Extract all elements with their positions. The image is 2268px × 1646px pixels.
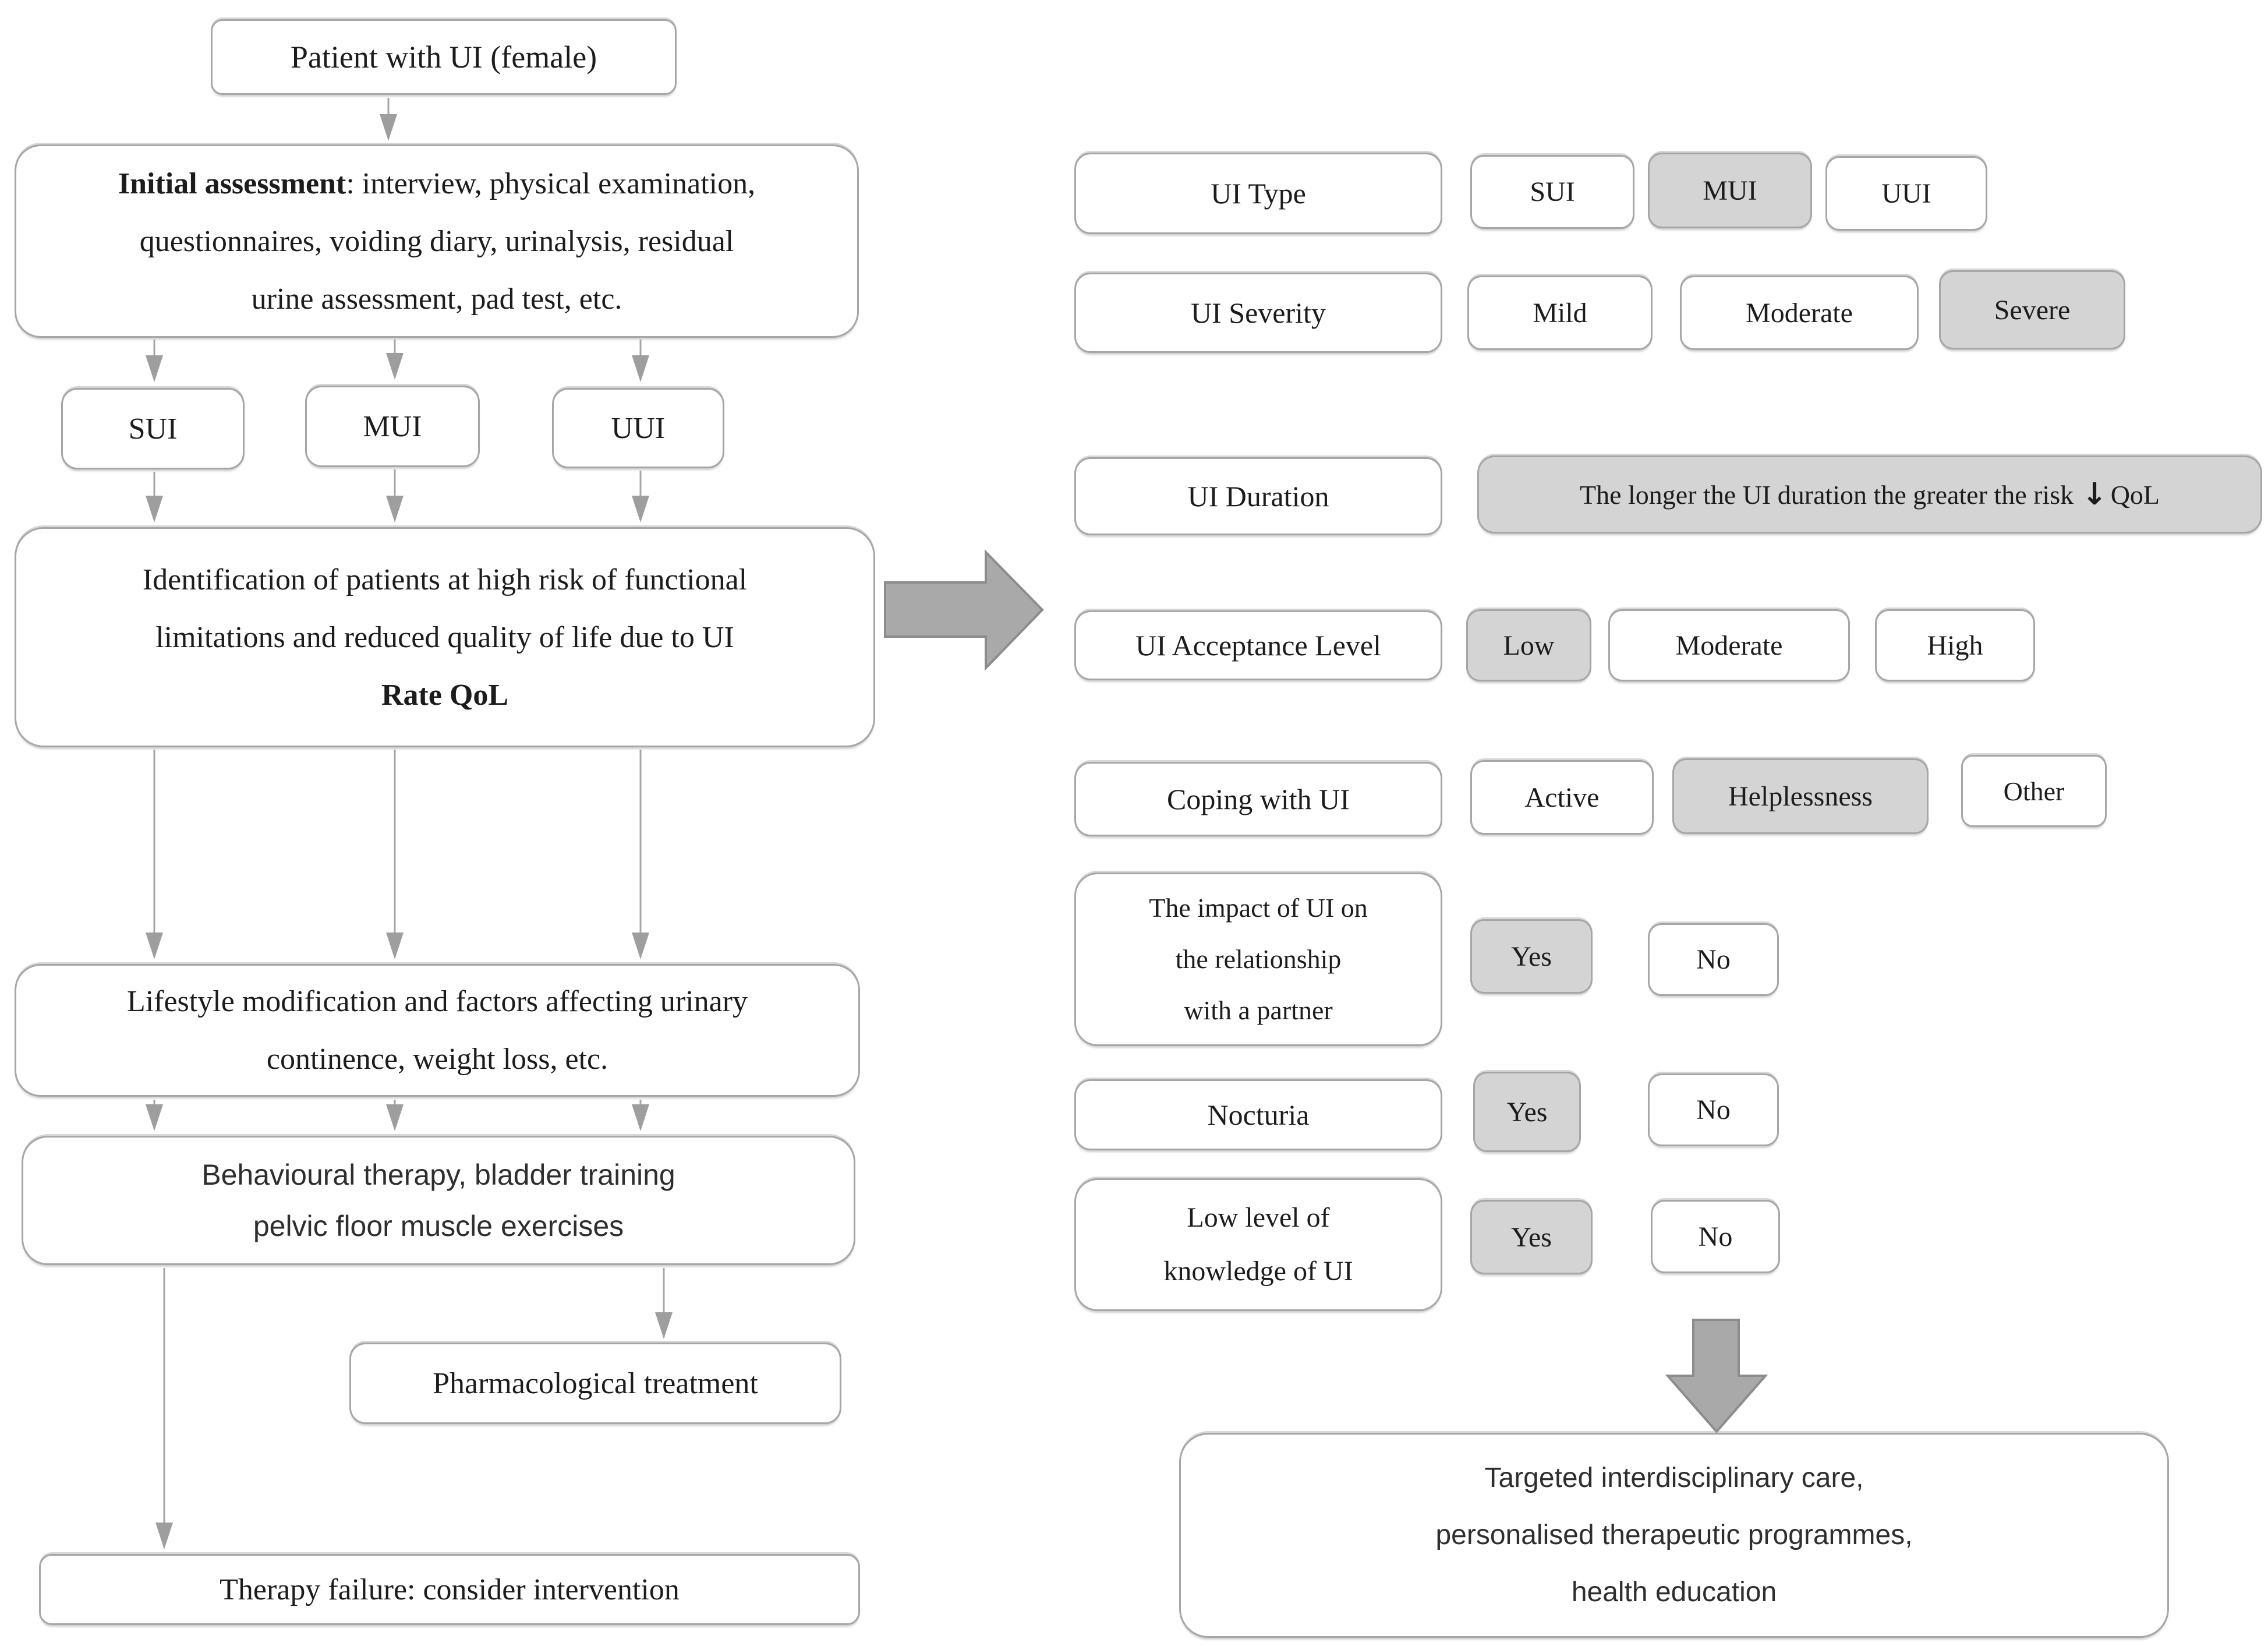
coping-option-helplessness-selected: Helplessness xyxy=(1672,758,1929,834)
ui-duration-note-text: The longer the UI duration the greater t… xyxy=(1579,479,2074,510)
ui-acceptance-option-high: High xyxy=(1875,609,2035,681)
therapy-failure-box: Therapy failure: consider intervention xyxy=(39,1554,860,1625)
nocturia-label-box: Nocturia xyxy=(1074,1079,1442,1150)
nocturia-option-no: No xyxy=(1648,1073,1779,1146)
ui-acceptance-option-low-selected: Low xyxy=(1466,609,1591,681)
patient-box: Patient with UI (female) xyxy=(211,19,677,95)
impact-label-box: The impact of UI on the relationship wit… xyxy=(1074,873,1442,1046)
assessment-line-2: questionnaires, voiding diary, urinalysi… xyxy=(139,224,734,258)
knowledge-option-yes-selected: Yes xyxy=(1470,1200,1593,1274)
lifestyle-line-1: Lifestyle modification and factors affec… xyxy=(126,985,748,1018)
ui-severity-option-mild: Mild xyxy=(1467,275,1653,350)
nocturia-label: Nocturia xyxy=(1207,1098,1310,1131)
ui-duration-label: UI Duration xyxy=(1187,480,1329,513)
ui-type-label-box: UI Type xyxy=(1074,153,1442,234)
ui-type-option-uui: UUI xyxy=(1825,156,1987,231)
behavioural-line-1: Behavioural therapy, bladder training xyxy=(201,1158,675,1191)
ui-duration-note-box: The longer the UI duration the greater t… xyxy=(1477,455,2262,534)
behavioural-line-2: pelvic floor muscle exercises xyxy=(253,1210,624,1242)
impact-option-yes-selected: Yes xyxy=(1470,919,1593,994)
assessment-line-1: Initial assessment: interview, physical … xyxy=(118,155,755,213)
ui-acceptance-option-moderate: Moderate xyxy=(1608,609,1850,681)
impact-option-no: No xyxy=(1648,923,1779,996)
ui-severity-option-severe-selected: Severe xyxy=(1939,270,2125,349)
coping-option-other: Other xyxy=(1961,755,2107,827)
lifestyle-line-2: continence, weight loss, etc. xyxy=(266,1043,608,1076)
ui-duration-label-box: UI Duration xyxy=(1074,457,1442,535)
coping-label: Coping with UI xyxy=(1167,783,1350,815)
initial-assessment-box: Initial assessment: interview, physical … xyxy=(15,144,859,338)
sui-box-text: SUI xyxy=(128,412,178,446)
ui-severity-label-box: UI Severity xyxy=(1074,273,1442,353)
targeted-care-line-2: personalised therapeutic programmes, xyxy=(1435,1520,1913,1550)
knowledge-label-line-2: knowledge of UI xyxy=(1163,1256,1353,1287)
lifestyle-box: Lifestyle modification and factors affec… xyxy=(15,964,860,1097)
targeted-care-line-1: Targeted interdisciplinary care, xyxy=(1484,1463,1864,1493)
identification-line-2: limitations and reduced quality of life … xyxy=(155,620,734,654)
identification-bold-text: Rate QoL xyxy=(381,678,509,712)
knowledge-label-box: Low level of knowledge of UI xyxy=(1074,1178,1442,1311)
mui-box: MUI xyxy=(305,386,480,467)
therapy-failure-box-text: Therapy failure: consider intervention xyxy=(220,1573,680,1606)
knowledge-label-line-1: Low level of xyxy=(1187,1202,1330,1233)
assessment-line-1-rest: : interview, physical examination, xyxy=(346,167,756,200)
ui-duration-note-suffix: QoL xyxy=(2110,479,2160,510)
targeted-care-line-3: health education xyxy=(1571,1577,1777,1608)
ui-severity-option-moderate: Moderate xyxy=(1680,275,1919,350)
nocturia-option-yes-selected: Yes xyxy=(1473,1072,1581,1152)
behavioural-therapy-box: Behavioural therapy, bladder training pe… xyxy=(22,1136,855,1265)
ui-acceptance-label-box: UI Acceptance Level xyxy=(1074,610,1442,680)
ui-type-option-mui-selected: MUI xyxy=(1648,153,1812,228)
identification-line-1: Identification of patients at high risk … xyxy=(142,563,748,596)
ui-severity-label: UI Severity xyxy=(1191,296,1326,329)
sui-box: SUI xyxy=(61,388,245,469)
impact-label-line-1: The impact of UI on xyxy=(1149,893,1368,923)
flow-down-arrow-icon xyxy=(1665,1319,1768,1434)
ui-type-label: UI Type xyxy=(1211,177,1306,210)
impact-label-line-2: the relationship xyxy=(1175,944,1342,974)
qol-down-arrow-icon: ↓ xyxy=(2082,477,2107,512)
pharmacological-box-text: Pharmacological treatment xyxy=(433,1366,758,1400)
uui-box: UUI xyxy=(552,388,724,468)
impact-label-line-3: with a partner xyxy=(1184,995,1333,1025)
assessment-bold-text: Initial assessment xyxy=(118,167,346,200)
pharmacological-box: Pharmacological treatment xyxy=(349,1343,841,1424)
mui-box-text: MUI xyxy=(363,409,422,443)
patient-box-text: Patient with UI (female) xyxy=(290,40,597,75)
assessment-line-3: urine assessment, pad test, etc. xyxy=(251,282,622,316)
identification-box: Identification of patients at high risk … xyxy=(15,527,875,747)
coping-option-active: Active xyxy=(1470,760,1654,835)
flow-right-arrow-icon xyxy=(884,549,1044,671)
targeted-care-box: Targeted interdisciplinary care, persona… xyxy=(1179,1433,2169,1638)
ui-type-option-sui: SUI xyxy=(1470,155,1634,229)
coping-label-box: Coping with UI xyxy=(1074,762,1442,836)
uui-box-text: UUI xyxy=(611,411,666,445)
ui-acceptance-label: UI Acceptance Level xyxy=(1135,629,1381,662)
knowledge-option-no: No xyxy=(1651,1200,1780,1273)
thin-connector-arrows xyxy=(146,98,673,1549)
